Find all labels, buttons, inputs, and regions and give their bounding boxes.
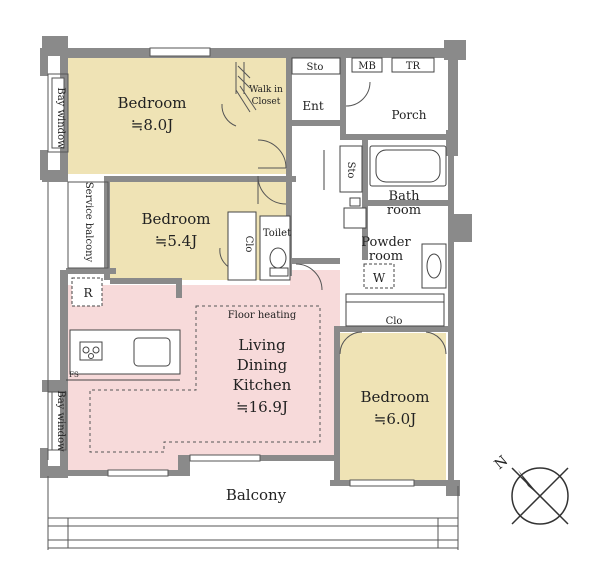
tr-label: TR bbox=[406, 61, 421, 72]
bedroom-8j-size: ≒8.0J bbox=[131, 116, 173, 134]
mb-label: MB bbox=[358, 61, 376, 72]
bay-window-bottom-label: Bay window bbox=[55, 390, 66, 452]
entrance-storage bbox=[291, 57, 363, 193]
bedroom-5j-name: Bedroom bbox=[142, 210, 211, 228]
toilet-area bbox=[227, 211, 291, 281]
sto-side-label: Sto bbox=[345, 162, 356, 179]
bay-window-top-label: Bay window bbox=[55, 87, 66, 149]
compass-north-label: N bbox=[492, 453, 512, 473]
bathroom-fixtures bbox=[369, 145, 447, 187]
bedroom-8j-name: Bedroom bbox=[118, 94, 187, 112]
ldk-size: ≒16.9J bbox=[236, 398, 288, 416]
balcony-label: Balcony bbox=[226, 486, 287, 504]
powder-line1: Powder bbox=[361, 235, 411, 250]
sto-top-label: Sto bbox=[307, 62, 324, 73]
bedroom-5j-size: ≒5.4J bbox=[155, 232, 197, 250]
bath-line2: room bbox=[387, 203, 421, 218]
ldk-line3: Kitchen bbox=[233, 376, 292, 394]
powder-room-fixtures bbox=[343, 197, 447, 289]
clo-long-label: Clo bbox=[386, 316, 403, 327]
fs-label: FS bbox=[69, 371, 79, 379]
porch-label: Porch bbox=[392, 108, 427, 122]
long-closet bbox=[345, 293, 445, 327]
walk-in-closet-line1: Walk in bbox=[249, 85, 283, 95]
clo-small-label: Clo bbox=[243, 236, 254, 253]
balcony bbox=[47, 476, 459, 550]
powder-line2: room bbox=[369, 249, 403, 264]
door-arcs bbox=[219, 81, 447, 355]
floor-heating-boundary bbox=[89, 305, 321, 453]
bedroom-6j-fill bbox=[338, 333, 446, 485]
ldk-line2: Dining bbox=[237, 356, 288, 374]
service-balcony-label: Service balcony bbox=[83, 182, 94, 263]
washer-label: W bbox=[373, 271, 386, 285]
walk-in-closet-line2: Closet bbox=[252, 97, 281, 107]
refrigerator-label: R bbox=[83, 286, 93, 300]
bedroom-6j-name: Bedroom bbox=[361, 388, 430, 406]
bedroom-6j-size: ≒6.0J bbox=[374, 410, 416, 428]
left-strips bbox=[47, 73, 109, 460]
windows bbox=[107, 47, 415, 487]
ldk-fill bbox=[66, 270, 340, 470]
closet-lines bbox=[235, 62, 257, 113]
meter-boxes bbox=[351, 57, 435, 73]
ent-label: Ent bbox=[302, 99, 323, 113]
ldk-line1: Living bbox=[238, 336, 286, 354]
floor-heating-label: Floor heating bbox=[228, 310, 297, 321]
kitchen-counter bbox=[66, 329, 181, 381]
refrigerator-box bbox=[71, 277, 103, 307]
bath-line1: Bath bbox=[389, 189, 421, 204]
toilet-label: Toilet bbox=[263, 228, 291, 239]
compass-icon bbox=[511, 467, 569, 525]
